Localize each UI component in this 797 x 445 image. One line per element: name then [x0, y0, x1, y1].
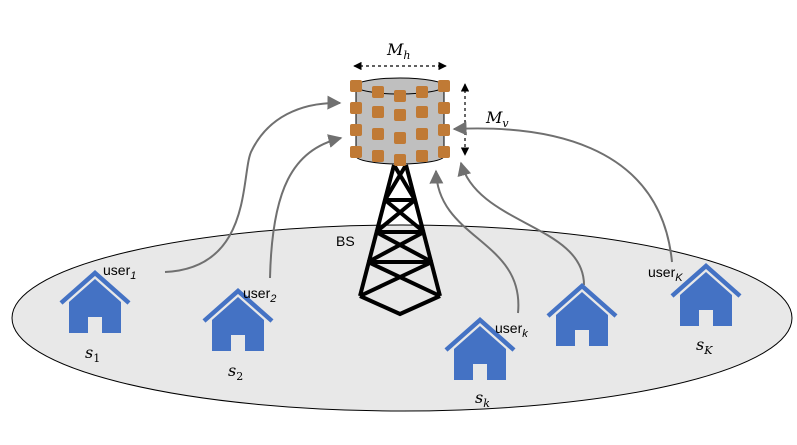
bs-label: BS	[336, 233, 355, 249]
antenna-element-icon	[416, 86, 428, 98]
antenna-elements	[350, 80, 450, 166]
user1-label: user1	[103, 262, 136, 282]
antenna-element-icon	[372, 128, 384, 140]
user-unlabeled-link-arrow	[457, 161, 585, 286]
antenna-element-icon	[350, 146, 362, 158]
antenna-element-icon	[394, 109, 406, 121]
antenna-element-icon	[372, 106, 384, 118]
antenna-element-icon	[394, 132, 406, 144]
antenna-element-icon	[394, 154, 406, 166]
s1-label: s1	[85, 343, 100, 365]
antenna-element-icon	[372, 86, 384, 98]
antenna-element-icon	[438, 80, 450, 92]
userk-link-arrow	[429, 169, 520, 314]
userk-label: userk	[495, 320, 528, 340]
sk-label: sk	[475, 388, 490, 410]
antenna-element-icon	[372, 150, 384, 162]
user2-link-arrow	[269, 134, 343, 279]
s2-label: s2	[228, 361, 243, 383]
antenna-element-icon	[350, 80, 362, 92]
bs-antenna-array	[350, 77, 450, 166]
antenna-element-icon	[416, 106, 428, 118]
user1-link-arrow	[164, 95, 342, 273]
antenna-element-icon	[350, 124, 362, 136]
antenna-element-icon	[416, 150, 428, 162]
antenna-element-icon	[438, 146, 450, 158]
userK-link-arrow	[452, 121, 673, 263]
antenna-element-icon	[350, 102, 362, 114]
user2-label: user2	[243, 285, 276, 305]
sK-label: sK	[696, 335, 713, 357]
mh-label: Mh	[386, 40, 410, 62]
coverage-area	[11, 224, 793, 412]
antenna-element-icon	[438, 124, 450, 136]
antenna-element-icon	[416, 128, 428, 140]
mv-label: Mv	[485, 108, 509, 130]
antenna-element-icon	[438, 102, 450, 114]
userK-label: userK	[648, 264, 683, 284]
antenna-element-icon	[394, 90, 406, 102]
tower-icon	[358, 163, 442, 317]
